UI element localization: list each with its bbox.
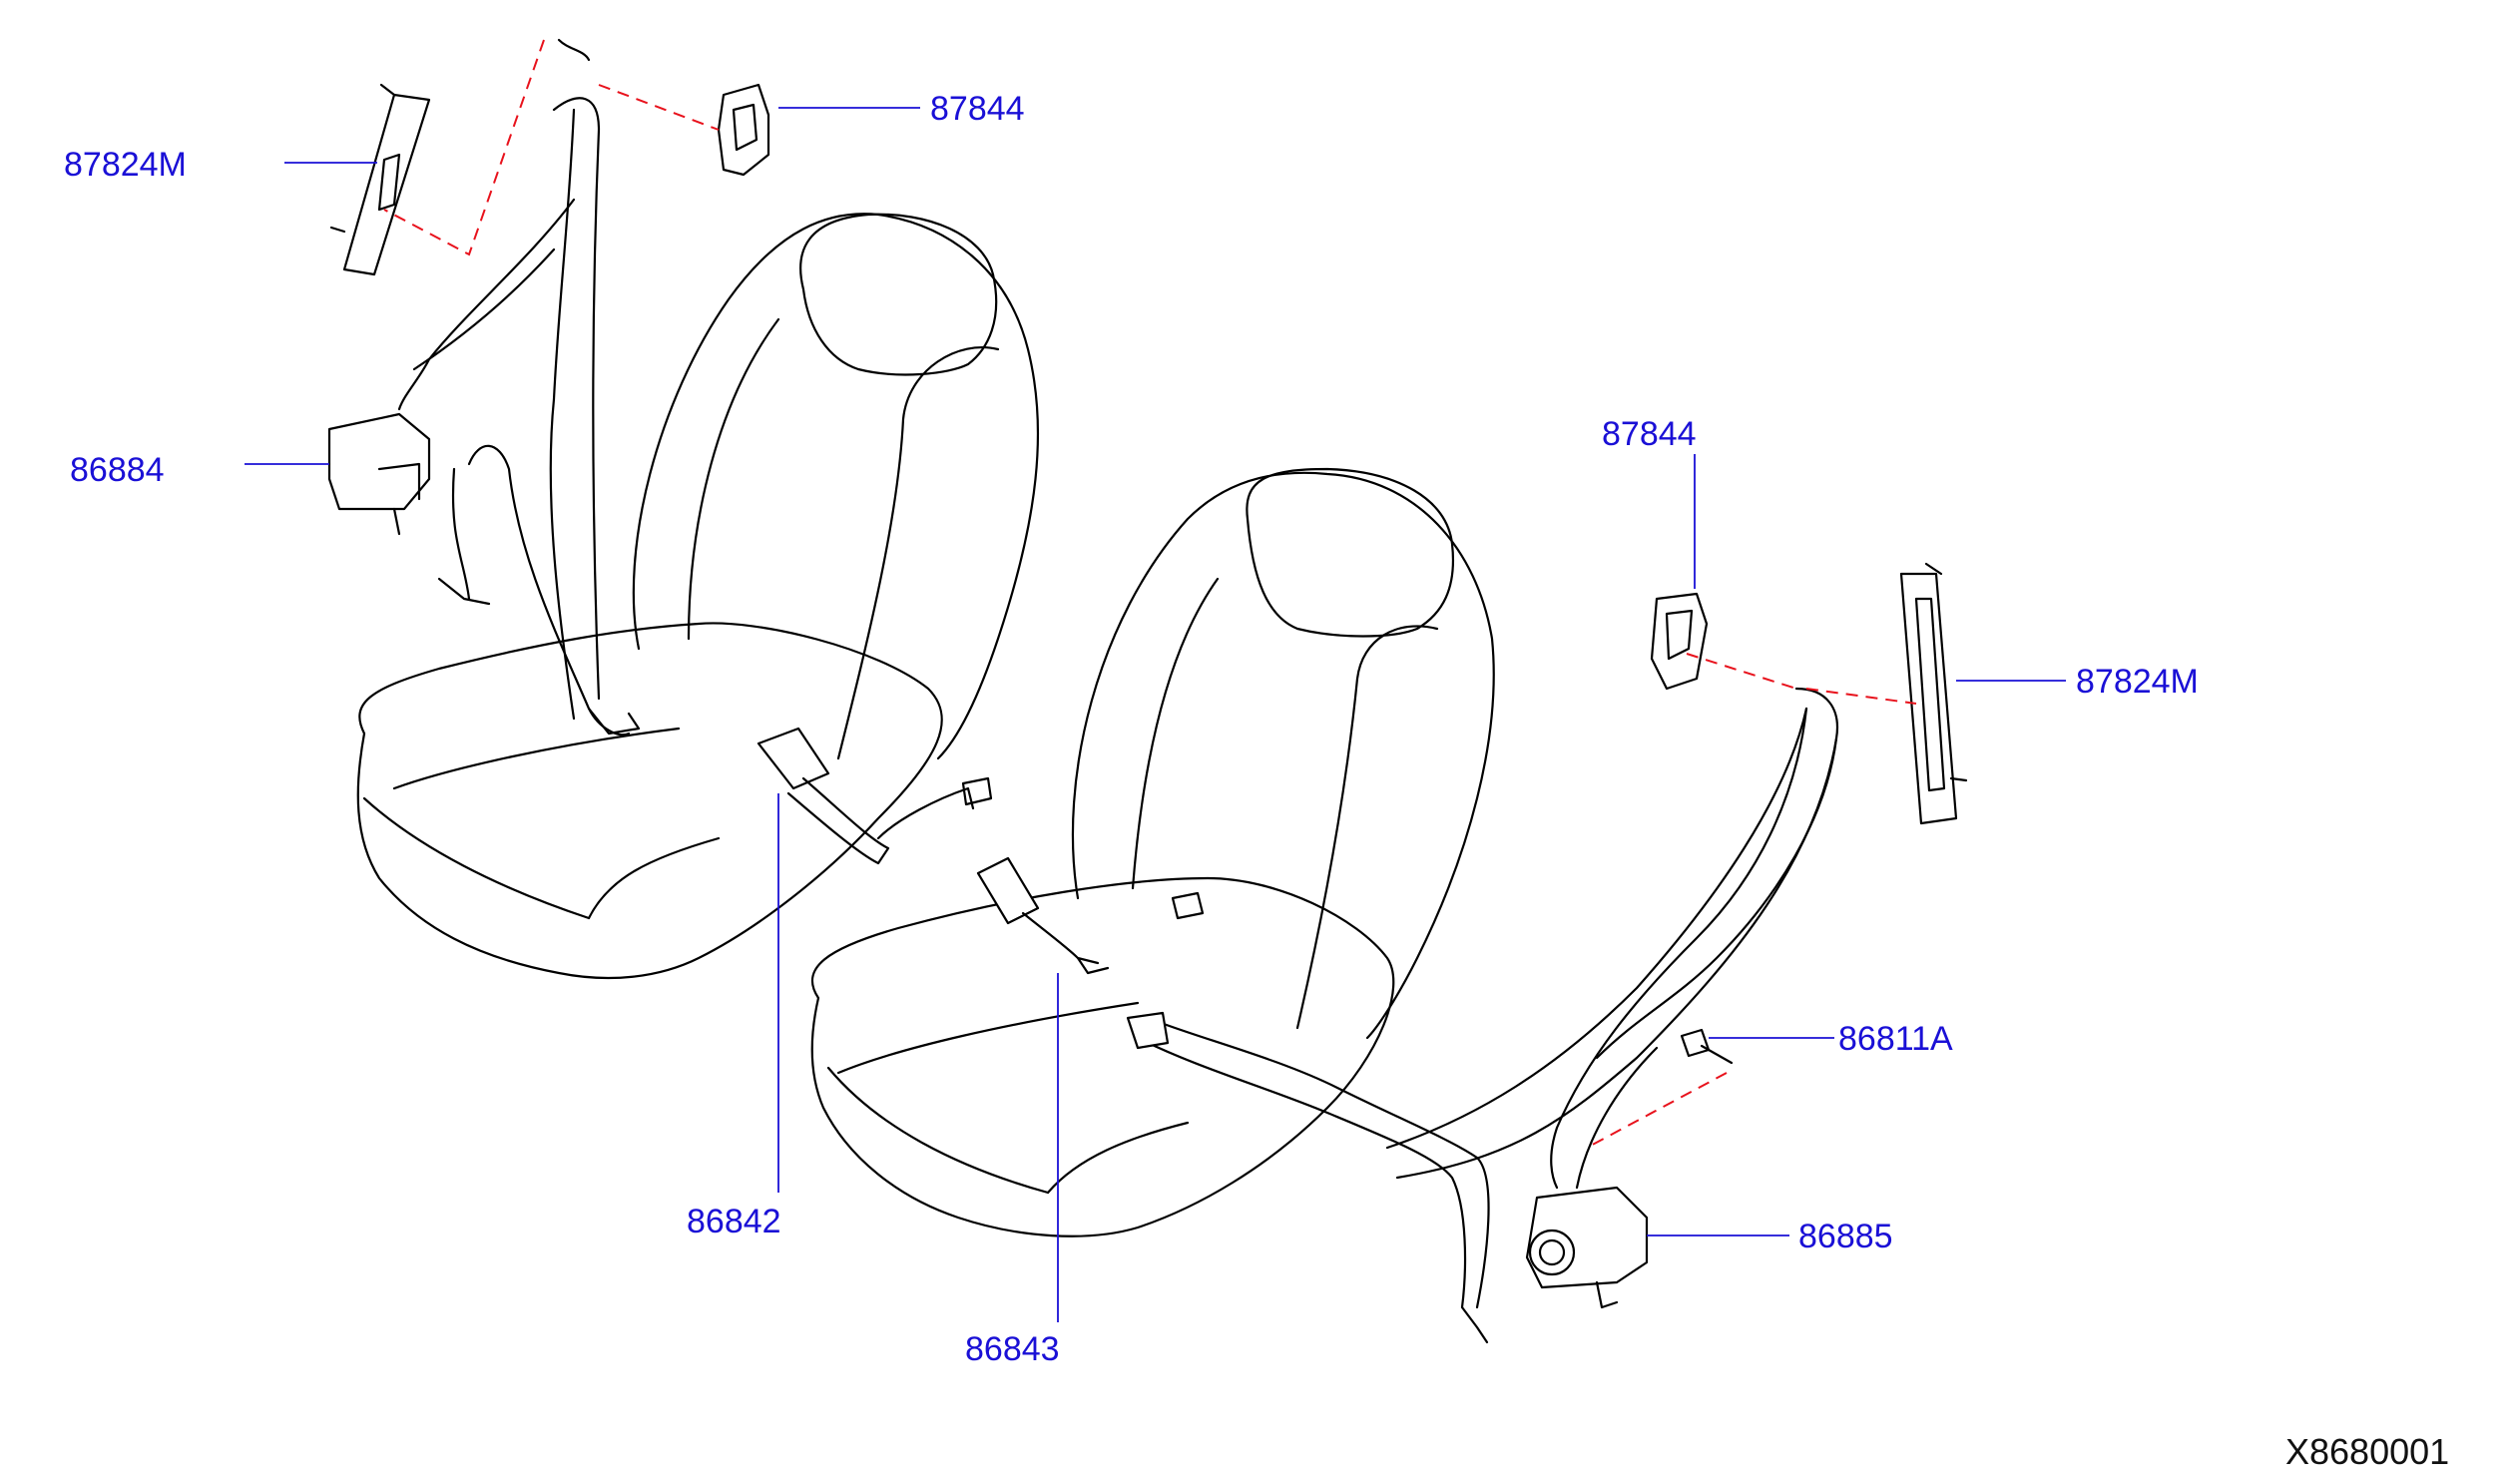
part-label-86843[interactable]: 86843	[965, 1330, 1060, 1368]
part-label-86885[interactable]: 86885	[1798, 1218, 1893, 1255]
part-label-87824m-right[interactable]: 87824M	[2076, 663, 2199, 701]
part-label-86842[interactable]: 86842	[687, 1203, 781, 1240]
left-seat	[327, 38, 1040, 980]
part-label-86811a[interactable]: 86811A	[1838, 1020, 1953, 1058]
right-seat	[810, 467, 1968, 1344]
leader-lines	[245, 107, 2066, 1322]
part-label-86884[interactable]: 86884	[70, 451, 165, 489]
part-label-87844-top[interactable]: 87844	[930, 90, 1025, 128]
part-label-87824m-top[interactable]: 87824M	[64, 146, 187, 184]
figure-id: X8680001	[2285, 1431, 2450, 1472]
part-label-87844-right[interactable]: 87844	[1602, 415, 1697, 453]
phantom-lines	[383, 39, 1917, 1149]
